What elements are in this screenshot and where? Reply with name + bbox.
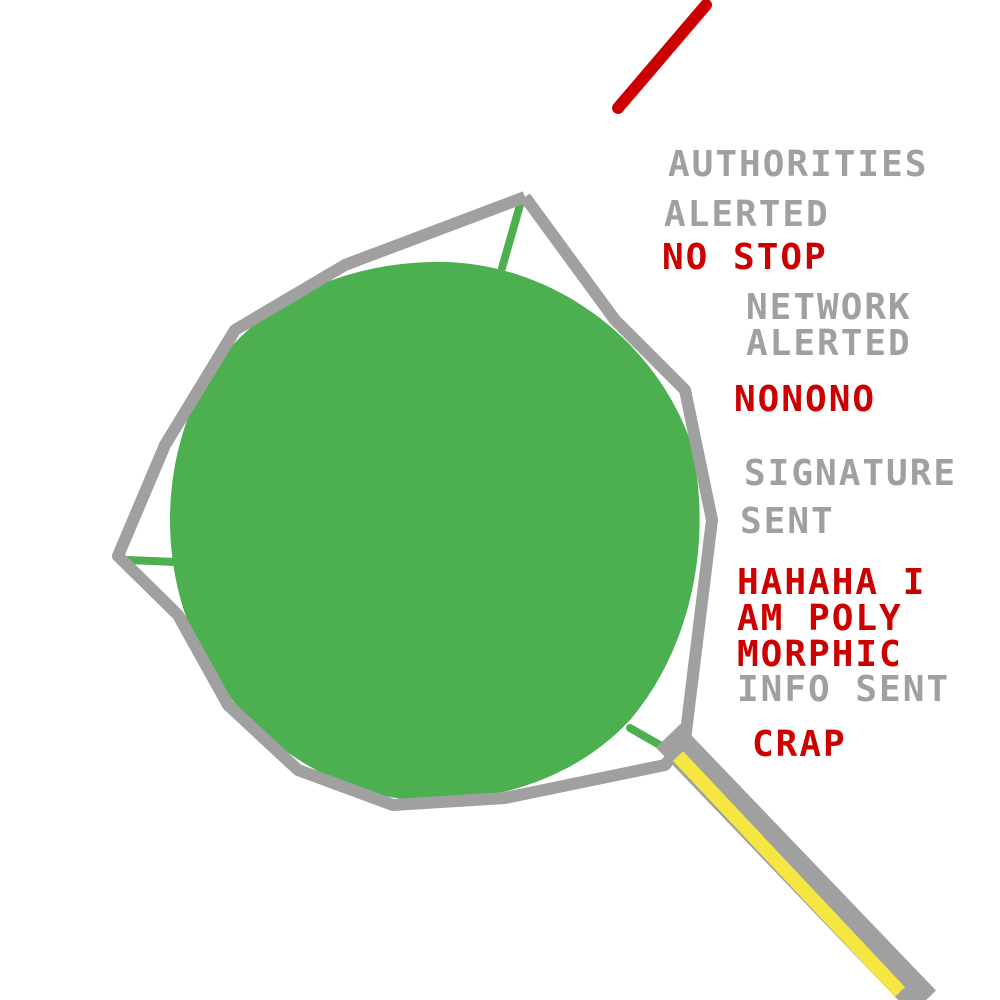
virus-blob [170,261,700,801]
laser-beam [612,0,712,114]
reply-crap: CRAP [752,724,847,765]
info-sent-label: INFO SENT [737,669,951,710]
signature-label: SIGNATURE [744,453,958,494]
reply-no-stop: NO STOP [662,237,828,278]
cable-outer [655,723,937,1000]
network-alerted-label: ALERTED [746,323,912,364]
reply-poly-line-3: MORPHIC [737,634,903,675]
reply-nonono: NONONO [734,379,877,420]
signature-sent-label: SENT [740,501,835,542]
network-label: NETWORK [746,287,912,328]
cable [672,751,906,997]
authorities-label: AUTHORITIES [668,144,929,185]
reply-poly-line-2: AM POLY [737,598,903,639]
containment-cage [112,191,718,811]
reply-poly-line-1: HAHAHA I [737,562,927,603]
authorities-alerted-label: ALERTED [664,194,830,235]
